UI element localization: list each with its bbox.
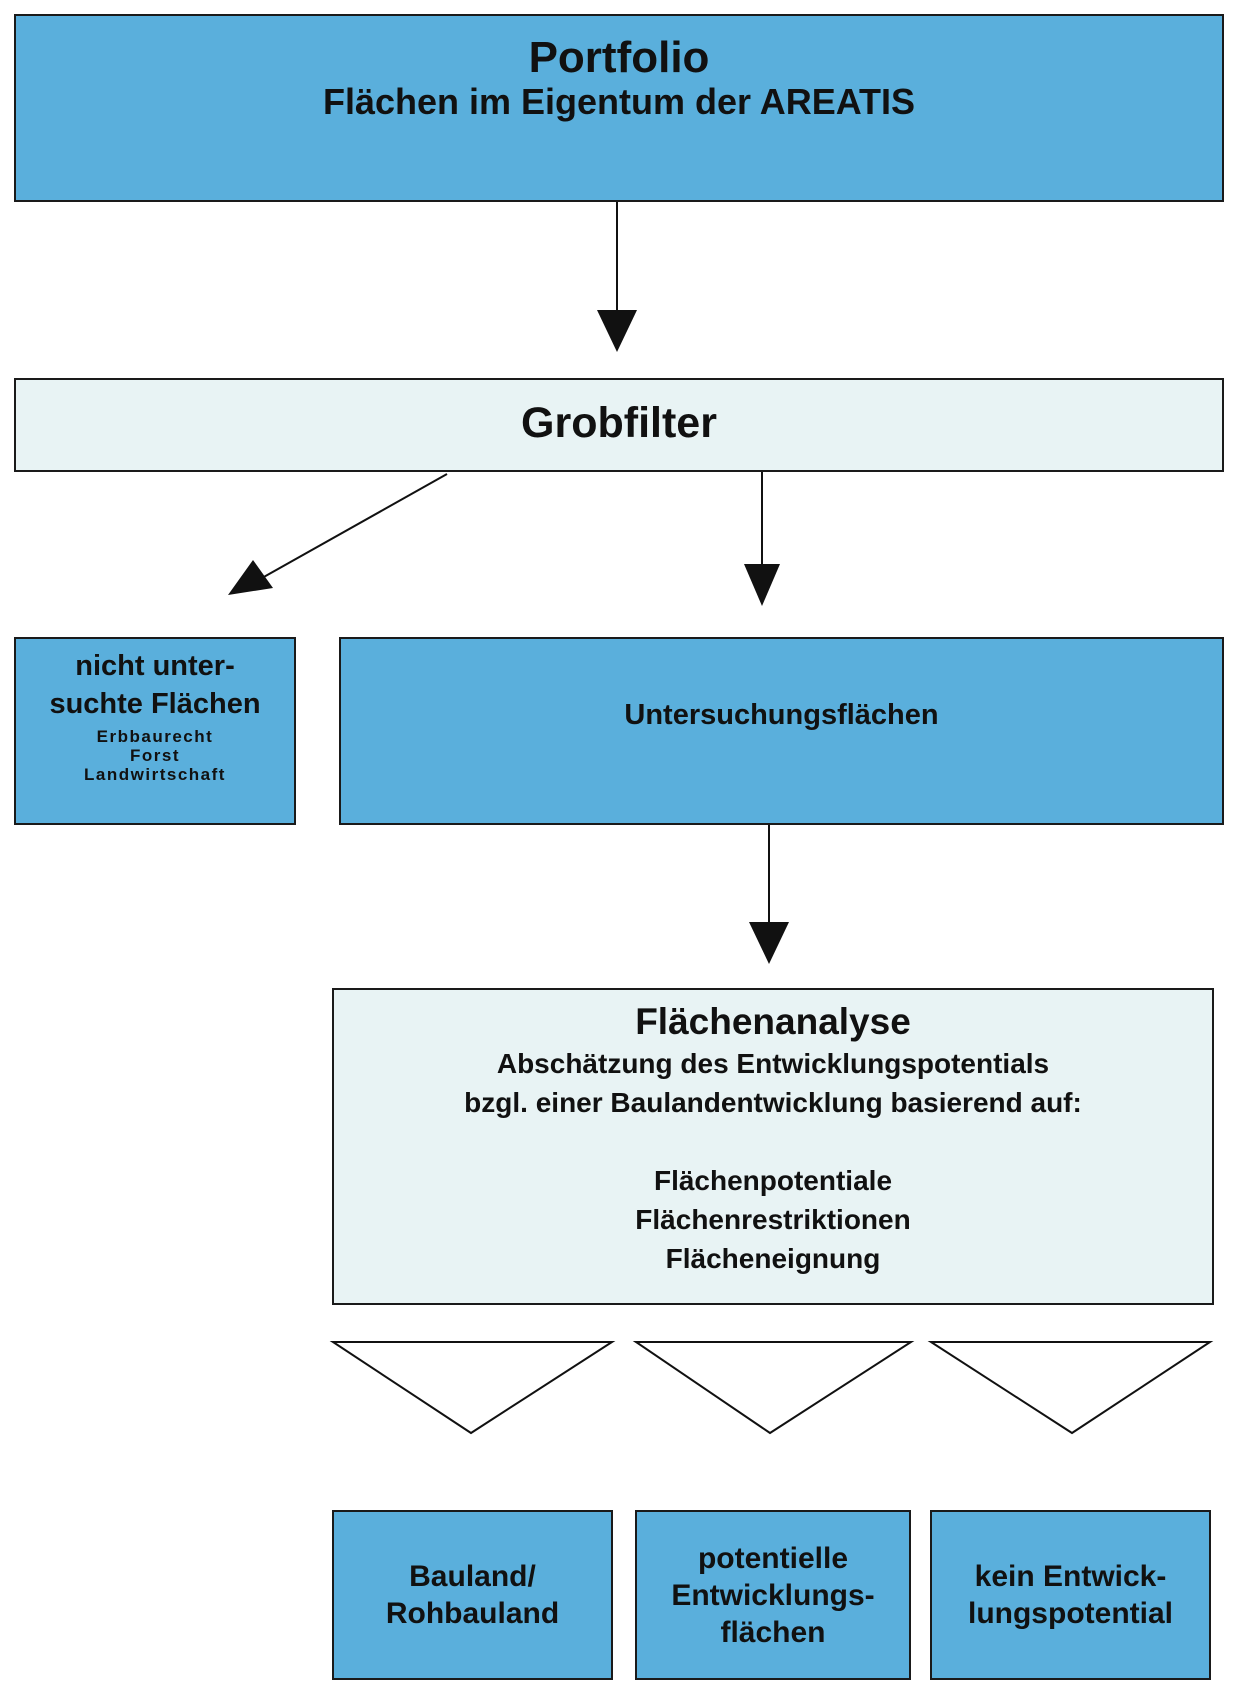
outcome-label-line: potentielle <box>697 1541 848 1575</box>
outcome-label-line: lungspotential <box>968 1597 1173 1630</box>
analyse-description-line2: bzgl. einer Baulandentwicklung basierend… <box>464 1087 1082 1118</box>
grobfilter-title: Grobfilter <box>521 399 717 447</box>
category-item: Landwirtschaft <box>84 765 226 784</box>
analyse-title: Flächenanalyse <box>635 1001 911 1042</box>
flaechenanalyse-box: Flächenanalyse Abschätzung des Entwicklu… <box>332 988 1214 1305</box>
nicht-untersucht-title-line2: suchte Flächen <box>49 688 261 720</box>
outcome-kein-entwicklungspotential-box: kein Entwick- lungspotential <box>930 1510 1211 1680</box>
outcome-label-line: kein Entwick- <box>974 1560 1167 1593</box>
outcome-potentielle-entwicklungsflaechen-box: potentielle Entwicklungs- flächen <box>635 1510 911 1680</box>
outcome-bauland-box: Bauland/ Rohbauland <box>332 1510 613 1680</box>
analyse-criterion: Flächenrestriktionen <box>635 1204 911 1235</box>
analyse-description-line1: Abschätzung des Entwicklungspotentials <box>496 1048 1050 1079</box>
untersuchung-title: Untersuchungsflächen <box>624 699 939 731</box>
outcome-label-line: Rohbauland <box>385 1597 560 1630</box>
funnel-triangle-kein-potential <box>927 1341 1214 1435</box>
outcome-label-line: flächen <box>720 1615 826 1649</box>
arrow-grobfilter-to-untersuchung-head <box>744 564 780 606</box>
funnel-triangle-potentiell <box>632 1341 915 1435</box>
grobfilter-box: Grobfilter <box>14 378 1224 472</box>
portfolio-subtitle: Flächen im Eigentum der AREATIS <box>322 81 916 122</box>
outcome-label-line: Entwicklungs- <box>671 1578 875 1612</box>
arrow-untersuchung-to-analyse-head <box>749 922 789 964</box>
portfolio-box: Portfolio Flächen im Eigentum der AREATI… <box>14 14 1224 202</box>
arrow-grobfilter-to-nicht-untersucht-shaft <box>261 473 448 579</box>
outcome-label-line: Bauland/ <box>409 1560 536 1593</box>
category-item: Erbbaurecht <box>96 727 214 746</box>
arrow-portfolio-to-grobfilter-head <box>597 310 637 352</box>
nicht-untersucht-categories: Erbbaurecht Forst Landwirtschaft <box>16 727 294 784</box>
funnel-triangle-bauland <box>329 1341 616 1435</box>
analyse-criterion: Flächenpotentiale <box>653 1165 893 1196</box>
category-item: Forst <box>130 746 180 765</box>
arrow-grobfilter-to-nicht-untersucht-head <box>228 560 273 595</box>
untersuchungsflaechen-box: Untersuchungsflächen <box>339 637 1224 825</box>
portfolio-title: Portfolio <box>528 33 710 82</box>
nicht-untersucht-title-line1: nicht unter- <box>75 650 235 682</box>
analyse-criterion: Flächeneignung <box>665 1243 881 1274</box>
nicht-untersuchte-flaechen-box: nicht unter- suchte Flächen Erbbaurecht … <box>14 637 296 825</box>
